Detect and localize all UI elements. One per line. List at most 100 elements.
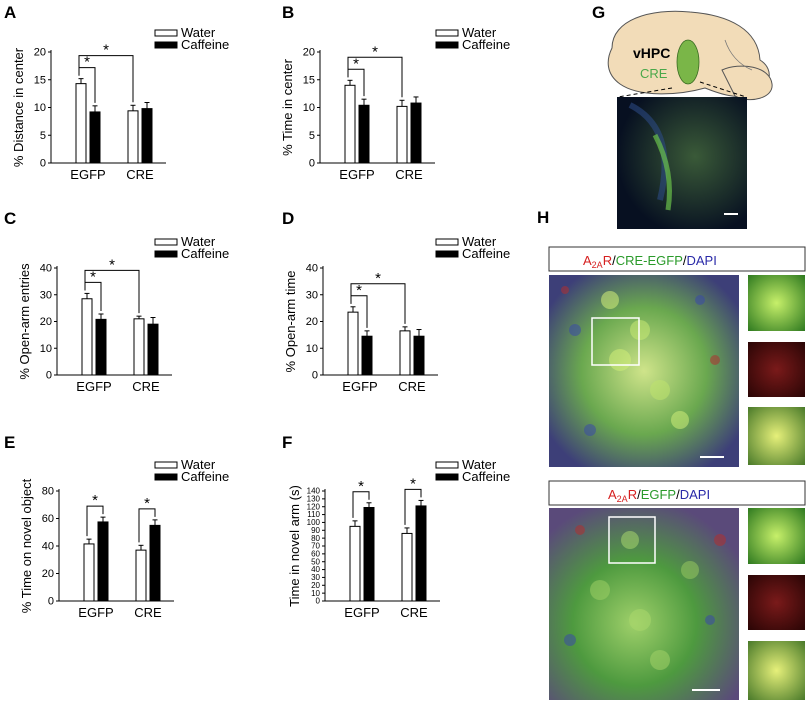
- micrograph-label-top: A2AR/CRE-EGFP/DAPI: [583, 253, 717, 270]
- legend-swatch-caffeine: [435, 473, 459, 481]
- significance-bracket: [86, 505, 104, 537]
- y-tick-label: 30: [40, 289, 52, 301]
- inset-green-top: [748, 275, 805, 331]
- vhpc-region: [676, 39, 700, 85]
- panel-letter-b: B: [282, 3, 294, 22]
- legend-label-caffeine: Caffeine: [181, 37, 229, 52]
- bar-egfp-caffeine: [97, 521, 109, 602]
- zoom-box-top: [591, 317, 640, 366]
- panel-letter-a: A: [4, 3, 16, 22]
- micrograph-label-box-top: [548, 246, 806, 272]
- y-tick-label: 130: [307, 495, 321, 504]
- y-tick-label: 140: [307, 487, 321, 496]
- bar-egfp-caffeine: [361, 335, 373, 376]
- inset-green-bottom: [748, 508, 805, 564]
- zoom-line-left: [617, 87, 673, 98]
- y-tick-label: 30: [311, 573, 320, 582]
- micrograph-main-top: [549, 275, 739, 467]
- bar-cre-caffeine: [149, 524, 161, 602]
- bar-egfp-water: [83, 543, 95, 602]
- significance-star: *: [410, 475, 416, 492]
- micrograph-label-box-bottom: [548, 480, 806, 506]
- x-tick-label: EGFP: [70, 167, 105, 182]
- inset-red-bottom: [748, 575, 805, 630]
- y-tick-label: 15: [34, 74, 46, 86]
- significance-star: *: [353, 55, 359, 72]
- significance-bracket: [404, 488, 422, 525]
- significance-star: *: [90, 268, 96, 285]
- legend-label-caffeine: Caffeine: [462, 37, 510, 52]
- bar-cre-caffeine: [413, 335, 425, 376]
- bar-cre-water: [399, 330, 411, 376]
- significance-bracket: [347, 56, 403, 98]
- y-tick-label: 10: [311, 589, 320, 598]
- x-tick-label: CRE: [132, 379, 160, 394]
- y-tick-label: 10: [34, 102, 46, 114]
- significance-star: *: [356, 282, 362, 299]
- bar-egfp-caffeine: [95, 318, 107, 376]
- y-tick-label: 120: [307, 502, 321, 511]
- legend-label-water: Water: [462, 457, 497, 472]
- panel-letter-g: G: [592, 3, 605, 22]
- panel-letter-f: F: [282, 433, 292, 452]
- micrograph-main-bottom: [549, 508, 739, 700]
- significance-bracket: [352, 491, 370, 518]
- bar-egfp-caffeine: [89, 111, 101, 164]
- y-axis-label: % Open-arm time: [283, 271, 298, 373]
- y-tick-label: 20: [42, 568, 54, 580]
- y-axis-label: % Open-arm entries: [17, 263, 32, 380]
- significance-star: *: [109, 256, 115, 273]
- y-tick-label: 110: [307, 510, 320, 519]
- x-tick-label: CRE: [400, 605, 428, 620]
- legend-swatch-water: [435, 461, 459, 469]
- y-axis-label: % Time on novel object: [19, 478, 34, 613]
- y-tick-label: 0: [316, 597, 321, 606]
- bar-egfp-caffeine: [363, 507, 375, 602]
- x-tick-label: EGFP: [76, 379, 111, 394]
- y-tick-label: 60: [42, 513, 54, 525]
- y-tick-label: 10: [306, 343, 318, 355]
- legend-label-caffeine: Caffeine: [181, 469, 229, 484]
- legend-swatch-caffeine: [154, 41, 178, 49]
- y-tick-label: 20: [40, 316, 52, 328]
- panel-letter-e: E: [4, 433, 15, 452]
- section-band: [628, 102, 668, 201]
- bar-egfp-water: [347, 311, 359, 376]
- y-axis-label: % Time in center: [280, 58, 295, 155]
- chart-f: F0102030405060708090100110120130140Time …: [282, 433, 510, 620]
- y-tick-label: 10: [303, 102, 315, 114]
- y-tick-label: 60: [311, 550, 320, 559]
- significance-bracket: [84, 269, 140, 314]
- section-green-band: [652, 133, 672, 211]
- bar-egfp-water: [81, 298, 93, 376]
- brain-outline: vHPC CRE: [607, 10, 773, 100]
- cell-texture-bottom: [564, 525, 726, 670]
- y-tick-label: 15: [303, 74, 315, 86]
- y-tick-label: 40: [306, 263, 318, 275]
- y-tick-label: 40: [42, 541, 54, 553]
- legend-label-caffeine: Caffeine: [462, 469, 510, 484]
- bar-egfp-caffeine: [358, 104, 370, 164]
- x-tick-label: EGFP: [78, 605, 113, 620]
- legend-label-water: Water: [462, 25, 497, 40]
- legend-swatch-caffeine: [154, 250, 178, 258]
- y-tick-label: 70: [311, 542, 320, 551]
- panel-letter-d: D: [282, 209, 294, 228]
- cre-label: CRE: [640, 66, 668, 81]
- y-tick-label: 0: [312, 370, 318, 382]
- inset-red-top: [748, 342, 805, 397]
- y-tick-label: 20: [303, 47, 315, 59]
- y-tick-label: 100: [307, 518, 321, 527]
- bar-cre-caffeine: [410, 102, 422, 164]
- micrograph-label-bottom: A2AR/EGFP/DAPI: [608, 487, 710, 504]
- y-tick-label: 80: [311, 534, 320, 543]
- legend-swatch-water: [435, 238, 459, 246]
- significance-star: *: [103, 42, 109, 59]
- y-tick-label: 0: [309, 158, 315, 170]
- legend-swatch-water: [154, 29, 178, 37]
- y-tick-label: 10: [40, 343, 52, 355]
- bar-cre-water: [133, 318, 145, 376]
